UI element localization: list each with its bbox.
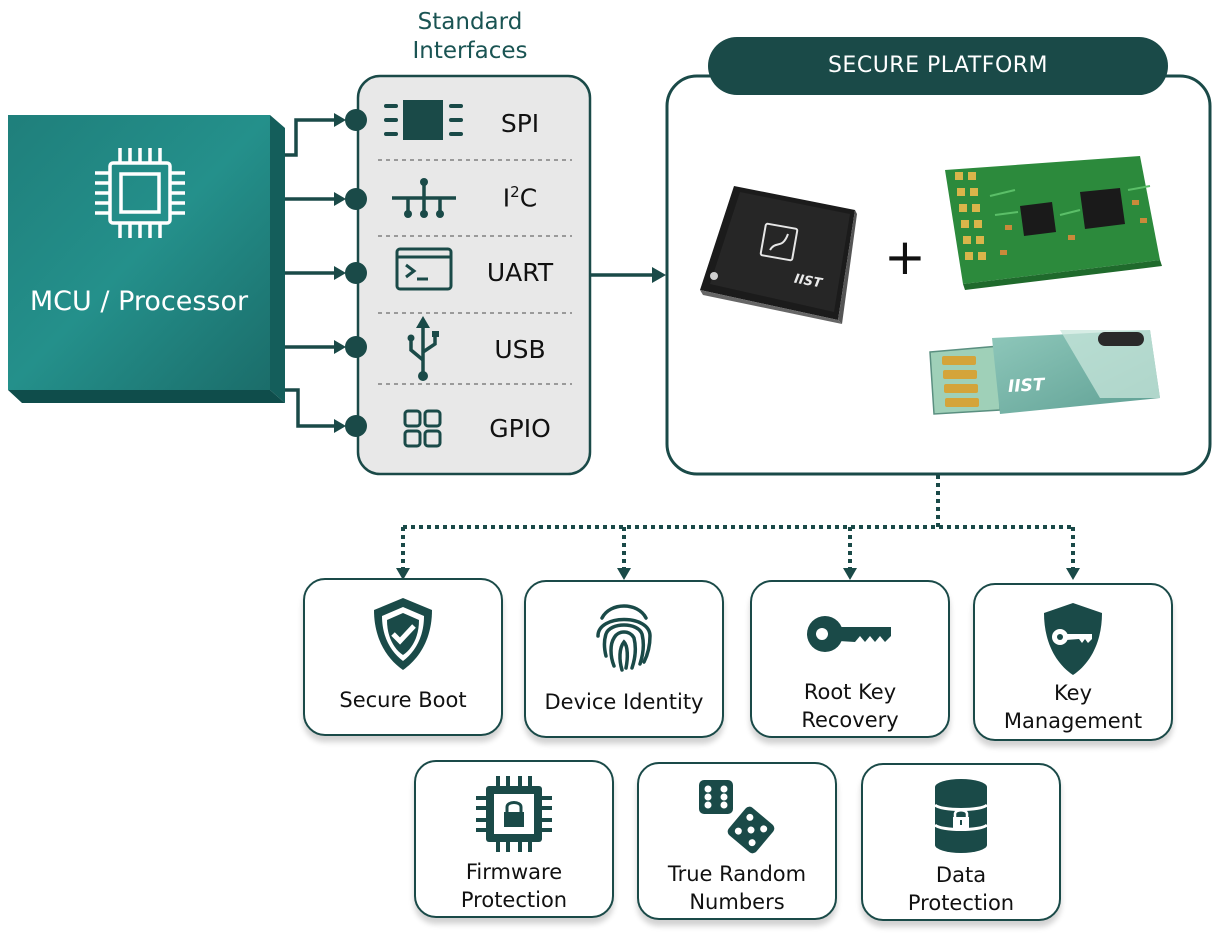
- mcu-block: [8, 115, 285, 403]
- connector-dots: [345, 109, 367, 437]
- dice-icon: [699, 780, 775, 854]
- interfaces-title: Standard Interfaces: [380, 8, 560, 66]
- feature-label-line2: Protection: [907, 891, 1015, 915]
- secure-platform-header: [708, 37, 1168, 95]
- feature-label: Device Identity: [544, 690, 704, 714]
- interfaces-title-line2: Interfaces: [412, 38, 528, 64]
- feature-label-line1: Data: [935, 863, 987, 887]
- feature-arrowheads: [396, 568, 1080, 580]
- feature-label-line2: Management: [1003, 709, 1143, 733]
- interface-label-gpio: GPIO: [489, 414, 551, 443]
- grid-icon: [403, 409, 442, 448]
- feature-card-key-management: Key Management: [973, 583, 1173, 741]
- mcu-label: MCU / Processor: [29, 286, 249, 317]
- feature-card-secure-boot: Secure Boot: [303, 578, 503, 736]
- feature-label-line2: Protection: [460, 888, 568, 912]
- feature-card-true-random-numbers: True Random Numbers: [637, 762, 837, 920]
- chip-lock-icon: [476, 776, 552, 852]
- shield-check-icon: [374, 598, 432, 670]
- secure-element-chip: [700, 186, 857, 324]
- feature-label: Data Protection: [863, 861, 1059, 917]
- processor-icon: [95, 148, 185, 238]
- panel-dividers: [378, 159, 572, 385]
- connector-arrowheads: [334, 113, 346, 433]
- terminal-icon: [395, 247, 453, 291]
- interfaces-title-line1: Standard: [417, 9, 523, 35]
- feature-card-firmware-protection: Firmware Protection: [414, 760, 614, 918]
- usb-icon: [407, 316, 439, 381]
- feature-card-root-key-recovery: Root Key Recovery: [750, 580, 950, 738]
- key-icon: [807, 616, 891, 652]
- feature-label-line1: Root Key: [803, 680, 897, 704]
- secure-platform-title: SECURE PLATFORM: [827, 53, 1049, 78]
- database-lock-icon: [933, 779, 989, 853]
- feature-connectors: [401, 475, 1075, 570]
- fingerprint-icon: [596, 604, 652, 672]
- feature-card-data-protection: Data Protection: [861, 763, 1061, 921]
- feature-label-line1: Key: [1053, 681, 1093, 705]
- plus-sign: +: [884, 228, 926, 286]
- feature-label: True Random Numbers: [639, 860, 835, 916]
- feature-label-line2: Numbers: [689, 890, 785, 914]
- usb-stick: [929, 330, 1160, 415]
- interface-label-spi: SPI: [500, 109, 540, 138]
- feature-label-line1: True Random: [667, 862, 807, 886]
- feature-label: Secure Boot: [339, 688, 467, 712]
- feature-label-line2: Recovery: [801, 708, 899, 732]
- usb-brand: IIST: [1007, 375, 1045, 397]
- pcb-board: [945, 156, 1162, 290]
- feature-label: Firmware Protection: [416, 858, 612, 914]
- feature-label: Root Key Recovery: [752, 678, 948, 734]
- feature-label-line1: Firmware: [465, 860, 563, 884]
- interface-label-usb: USB: [494, 335, 546, 364]
- interface-label-uart: UART: [486, 258, 554, 287]
- interface-label-i2c: I2C: [502, 183, 538, 213]
- shield-key-icon: [1044, 603, 1102, 675]
- feature-card-device-identity: Device Identity: [524, 580, 724, 738]
- mcu-connectors: [285, 118, 336, 428]
- spi-chip-icon: [384, 100, 463, 140]
- i2c-bus-icon: [392, 178, 456, 218]
- feature-label: Key Management: [975, 679, 1171, 735]
- platform-arrow: [590, 267, 666, 283]
